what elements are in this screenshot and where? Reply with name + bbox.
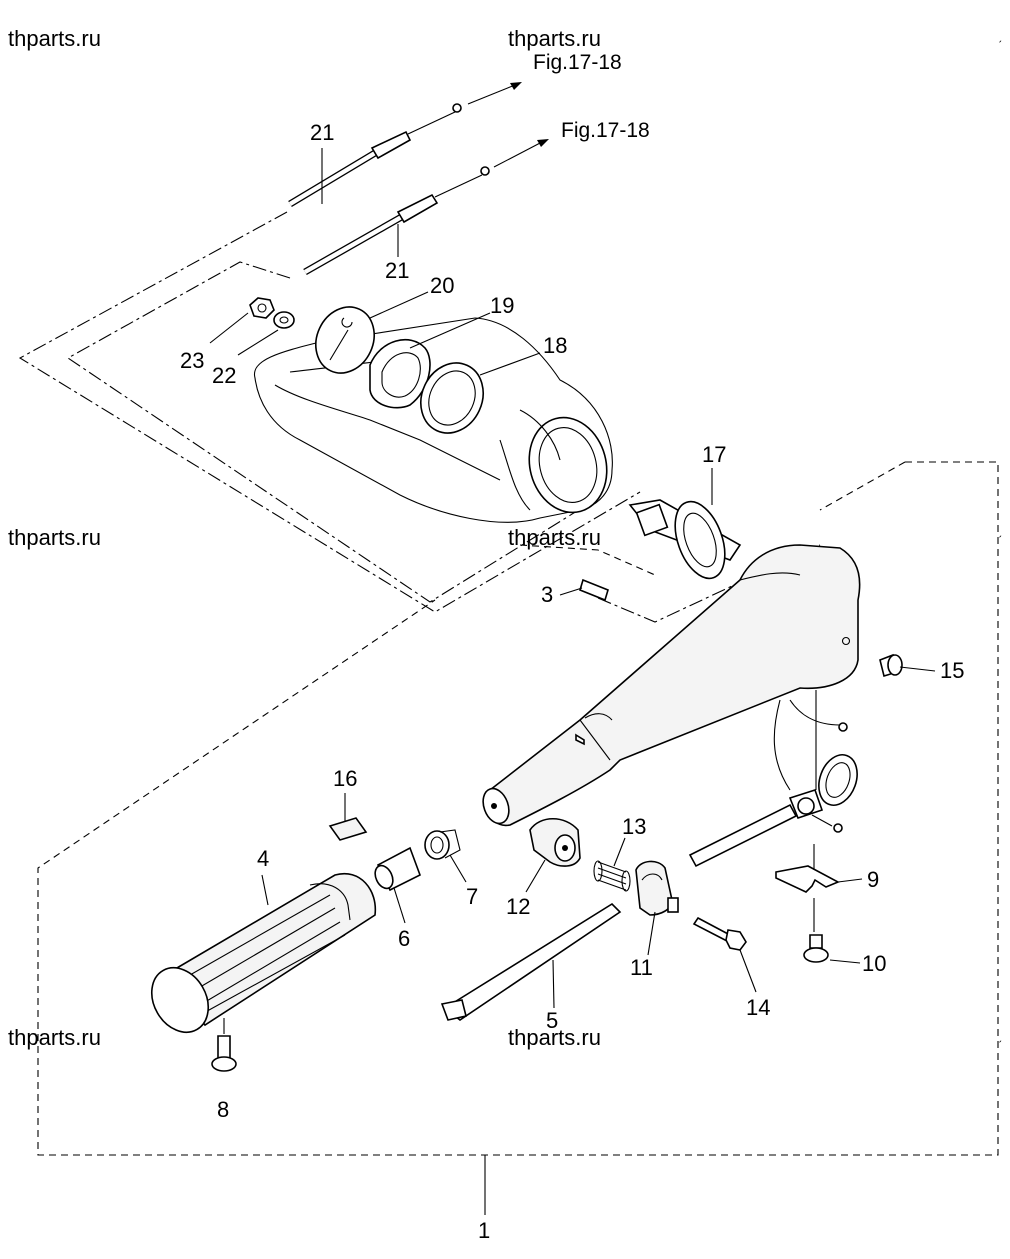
svg-text:ˏ: ˏ [998,524,1002,538]
assembly-boundary-top [819,461,906,511]
assembly-boundary [37,461,999,1156]
label-part-6: 6 [398,926,410,951]
label-part-9: 9 [867,867,879,892]
label-part-21-upper: 21 [310,120,334,145]
part-12-cam [529,817,581,867]
label-part-18: 18 [543,333,567,358]
svg-text:ˏ: ˏ [998,29,1002,43]
reference-label-upper[interactable]: Fig.17-18 [533,51,622,74]
watermarks: thparts.ru thparts.ru thparts.ru thparts… [8,26,601,1050]
part-labels: 21 21 20 19 18 23 22 17 3 15 16 13 4 9 7… [180,120,964,1243]
part-5-shaft [440,902,622,1021]
label-part-12: 12 [506,894,530,919]
label-part-10: 10 [862,951,886,976]
part-22-washer [273,311,295,329]
watermark-top-left: thparts.ru [8,26,101,51]
part-8-screw [211,1035,237,1072]
part-23-nut [249,297,275,319]
watermark-top-center: thparts.ru [508,26,601,51]
watermark-mid-left: thparts.ru [8,525,101,550]
part-10-screw [803,934,829,963]
part-19-grommet [369,338,431,409]
corner-marks: ˏ ˏ ˏ [998,29,1002,1043]
svg-text:ˏ: ˏ [998,1029,1002,1043]
part-3-pin [579,578,609,602]
watermark-bottom-center: thparts.ru [508,1025,601,1050]
label-part-13: 13 [622,814,646,839]
label-part-4: 4 [257,846,269,871]
label-part-16: 16 [333,766,357,791]
part-11-clamp [635,860,679,916]
tiller-arm [482,544,861,827]
part-9-plate [775,865,840,893]
reference-arrows [467,82,549,168]
label-part-3: 3 [541,582,553,607]
label-part-15: 15 [940,658,964,683]
label-part-17: 17 [702,442,726,467]
label-part-8: 8 [217,1097,229,1122]
label-part-19: 19 [490,293,514,318]
part-16-label [328,817,368,841]
part-4-grip [150,872,377,1033]
label-part-1: 1 [478,1218,490,1243]
part-15-knob [879,653,903,678]
label-part-14: 14 [746,995,770,1020]
part-14-bolt [692,916,747,951]
label-part-21-lower: 21 [385,258,409,283]
label-part-7: 7 [466,884,478,909]
part-21-cable-lower [303,166,490,276]
part-21-cable-upper [288,103,462,208]
throttle-assembly [688,699,858,868]
part-6-sleeve [374,846,421,892]
label-part-11: 11 [630,955,653,980]
part-7-bushing [424,829,461,860]
label-part-23: 23 [180,348,204,373]
reference-label-lower[interactable]: Fig.17-18 [561,119,650,142]
label-part-5: 5 [546,1008,558,1033]
part-17-shaft [628,499,742,580]
label-part-20: 20 [430,273,454,298]
leader-lines [209,148,936,1034]
label-part-22: 22 [212,363,236,388]
watermark-mid-center: thparts.ru [508,525,601,550]
watermark-bottom-left: thparts.ru [8,1025,101,1050]
part-20-plate [315,306,375,374]
part-13-spring [593,860,631,892]
part-18-seal [420,362,484,434]
